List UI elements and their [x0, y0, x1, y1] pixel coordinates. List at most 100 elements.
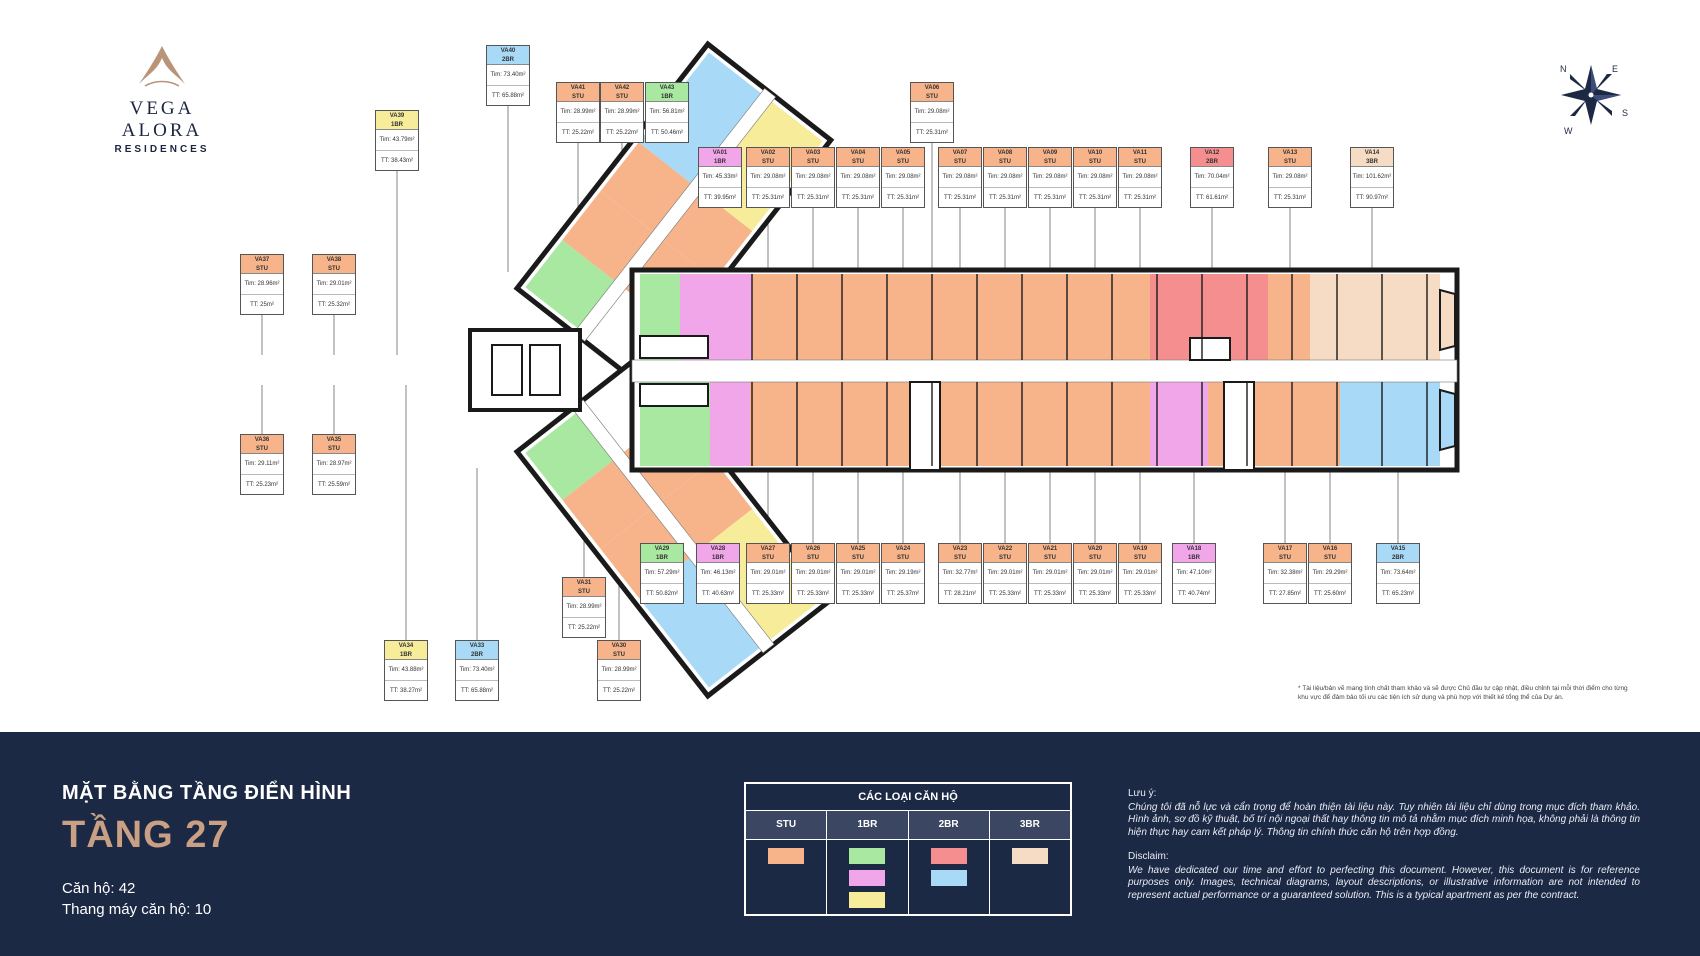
- unit-type: STU: [852, 555, 864, 561]
- compass-n: N: [1560, 64, 1567, 74]
- unit-type: STU: [1044, 555, 1056, 561]
- unit-id: VA35: [326, 437, 342, 443]
- swatch-1br-yellow: [849, 892, 886, 908]
- note-en-text: We have dedicated our time and effort to…: [1128, 864, 1640, 901]
- unit-tim-area: Tim: 29.29m²: [1309, 563, 1351, 584]
- unit-type: STU: [762, 555, 774, 561]
- unit-tim-area: Tim: 29.08m²: [1029, 167, 1071, 188]
- unit-tt-area: TT: 25.31m²: [1033, 195, 1066, 201]
- unit-id: VA10: [1087, 150, 1103, 156]
- central-core: [468, 328, 582, 412]
- unit-tt-area: TT: 25.31m²: [841, 195, 874, 201]
- unit-type: STU: [807, 555, 819, 561]
- unit-tt-area: TT: 39.95m²: [703, 195, 736, 201]
- unit-type: STU: [616, 94, 628, 100]
- unit-tt-area: TT: 25.33m²: [1078, 591, 1111, 597]
- unit-tim-area: Tim: 29.08m²: [792, 167, 834, 188]
- unit-type: 2BR: [501, 57, 514, 63]
- unit-tim-area: Tim: 29.08m²: [939, 167, 981, 188]
- unit-tim-area: Tim: 29.08m²: [1074, 167, 1116, 188]
- unit-tt-area: TT: 65.88m²: [491, 93, 524, 99]
- unit-tt-area: TT: 25.31m²: [915, 130, 948, 136]
- wing-east: [629, 267, 1460, 473]
- unit-id: VA28: [710, 546, 726, 552]
- unit-tim-area: Tim: 32.38m²: [1264, 563, 1306, 584]
- unit-tim-area: Tim: 29.01m²: [984, 563, 1026, 584]
- unit-tim-area: Tim: 29.08m²: [747, 167, 789, 188]
- unit-type: STU: [613, 652, 625, 658]
- apartment-type-legend: CÁC LOẠI CĂN HỘ STU 1BR 2BR 3BR: [744, 782, 1072, 916]
- unit-id: VA14: [1364, 150, 1380, 156]
- unit-id: VA36: [254, 437, 270, 443]
- unit-id: VA22: [997, 546, 1013, 552]
- unit-tt-area: TT: 25.37m²: [886, 591, 919, 597]
- unit-tt-area: TT: 61.61m²: [1195, 195, 1228, 201]
- unit-tim-area: Tim: 29.01m²: [747, 563, 789, 584]
- unit-tt-area: TT: 25.31m²: [988, 195, 1021, 201]
- unit-id: VA16: [1322, 546, 1338, 552]
- unit-type: STU: [852, 159, 864, 165]
- disclaimer-block: Lưu ý: Chúng tôi đã nỗ lực và cẩn trọng …: [1128, 788, 1640, 902]
- unit-tim-area: Tim: 29.08m²: [1269, 167, 1311, 188]
- legend-col-1br: 1BR: [827, 811, 909, 839]
- unit-type: STU: [807, 159, 819, 165]
- unit-tt-area: TT: 65.88m²: [460, 688, 493, 694]
- unit-tim-area: Tim: 29.01m²: [1119, 563, 1161, 584]
- unit-tim-area: Tim: 101.62m²: [1351, 167, 1393, 188]
- unit-id: VA03: [805, 150, 821, 156]
- unit-tt-area: TT: 25.33m²: [841, 591, 874, 597]
- unit-id: VA23: [952, 546, 968, 552]
- unit-tim-area: Tim: 47.10m²: [1173, 563, 1215, 584]
- unit-tt-area: TT: 25.22m²: [567, 625, 600, 631]
- unit-tt-area: TT: 25.31m²: [886, 195, 919, 201]
- unit-tt-area: TT: 25.31m²: [943, 195, 976, 201]
- swatch-2br-blue: [930, 870, 967, 886]
- unit-count-block: Căn hộ: 42 Thang máy căn hộ: 10: [62, 878, 211, 920]
- floor-plan-drawing: [261, 40, 1460, 700]
- swatch-2br-red: [930, 848, 967, 864]
- swatch-3br: [1011, 848, 1048, 864]
- unit-id: VA27: [760, 546, 776, 552]
- unit-tt-area: TT: 27.85m²: [1268, 591, 1301, 597]
- logo-mark-icon: [139, 46, 185, 87]
- unit-tt-area: TT: 25.31m²: [796, 195, 829, 201]
- unit-type: 1BR: [1187, 555, 1200, 561]
- compass-s: S: [1622, 108, 1628, 118]
- unit-tim-area: Tim: 29.01m²: [837, 563, 879, 584]
- plan-title: MẶT BẰNG TẦNG ĐIỂN HÌNH: [62, 782, 352, 804]
- unit-tt-area: TT: 25.33m²: [1033, 591, 1066, 597]
- floor-label: TẦNG 27: [62, 814, 230, 856]
- elevator-count: Thang máy căn hộ: 10: [62, 901, 212, 918]
- unit-type: STU: [1284, 159, 1296, 165]
